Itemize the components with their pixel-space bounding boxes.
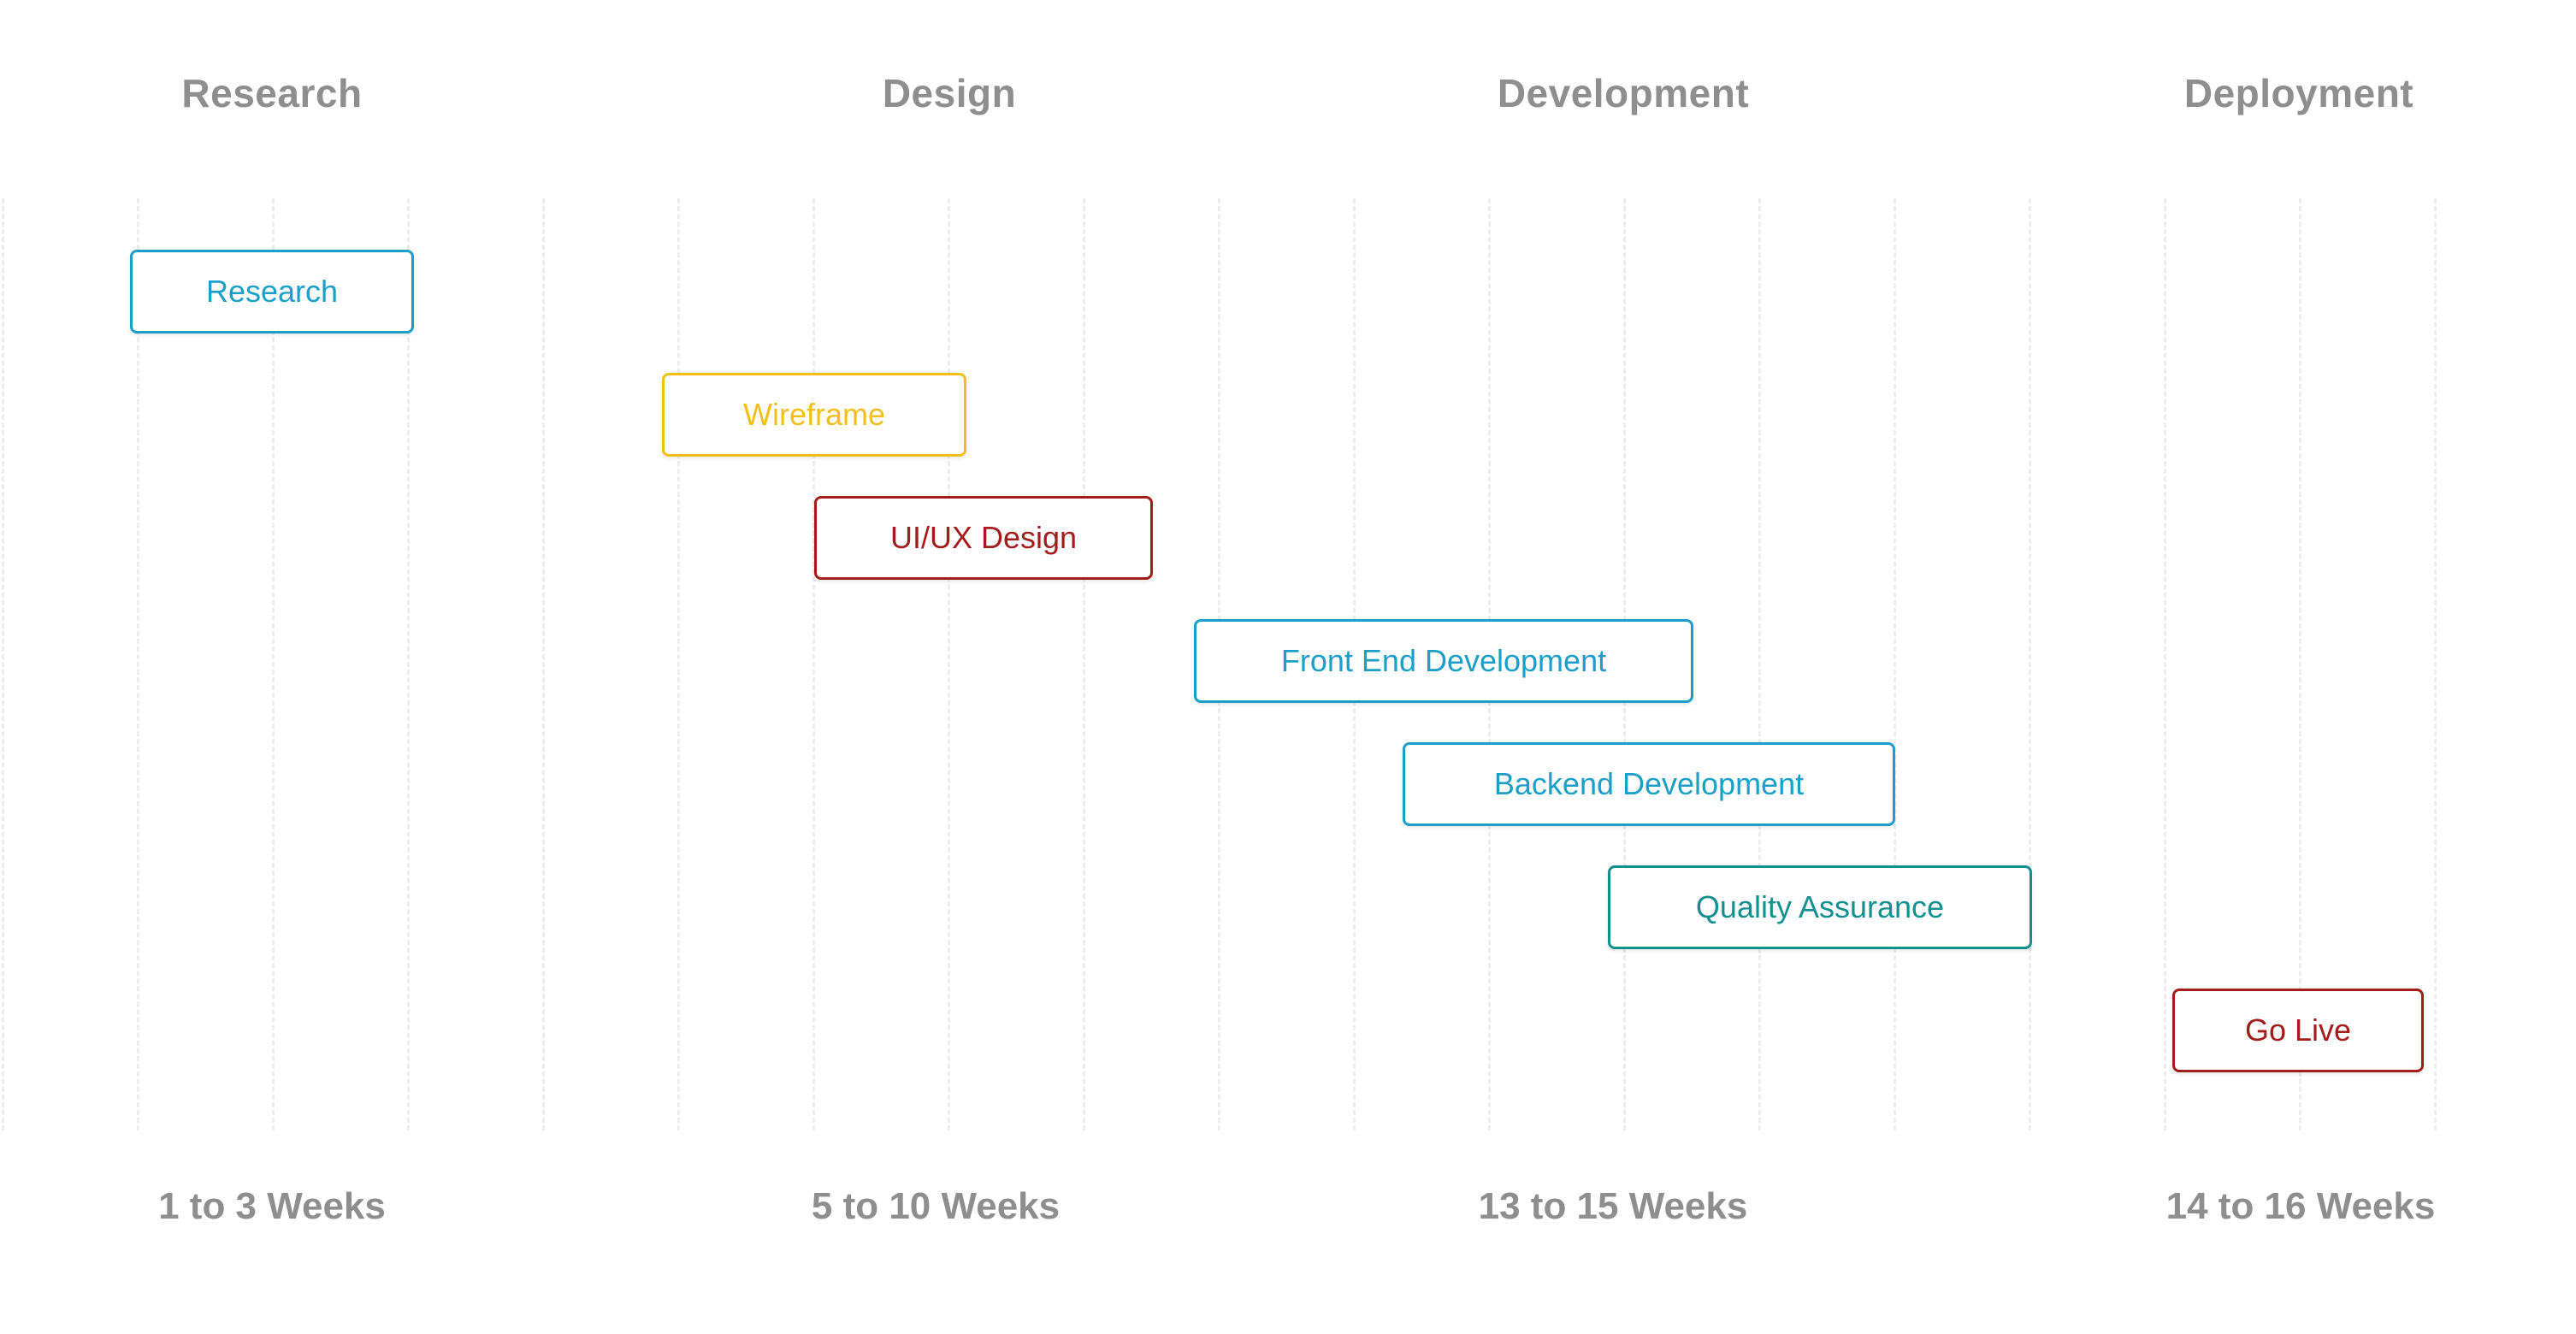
task-label: Quality Assurance xyxy=(1695,889,1945,924)
task-front-end-development: Front End Development xyxy=(1194,619,1693,703)
task-label: Go Live xyxy=(2244,1012,2352,1048)
phase-title-research: Research xyxy=(181,71,363,115)
grid-line xyxy=(2029,198,2031,1130)
duration-development: 13 to 15 Weeks xyxy=(1478,1185,1748,1227)
grid-line xyxy=(1894,198,1896,1130)
grid-line xyxy=(407,198,410,1130)
grid-line xyxy=(2,198,4,1130)
duration-research: 1 to 3 Weeks xyxy=(158,1185,386,1227)
duration-design: 5 to 10 Weeks xyxy=(811,1185,1061,1227)
task-go-live: Go Live xyxy=(2172,989,2424,1072)
grid-line xyxy=(677,198,680,1130)
grid-line xyxy=(1758,198,1761,1130)
grid-line xyxy=(2299,198,2301,1130)
task-label: Front End Development xyxy=(1280,643,1607,678)
task-label: Research xyxy=(205,274,339,309)
phase-title-deployment: Deployment xyxy=(2183,71,2414,115)
grid-line xyxy=(542,198,545,1130)
grid-line xyxy=(812,198,815,1130)
task-label: Backend Development xyxy=(1493,766,1805,801)
task-label: Wireframe xyxy=(742,397,885,432)
phase-title-development: Development xyxy=(1497,71,1750,115)
grid-line xyxy=(2164,198,2166,1130)
duration-deployment: 14 to 16 Weeks xyxy=(2165,1185,2436,1227)
task-quality-assurance: Quality Assurance xyxy=(1608,865,2032,949)
task-wireframe: Wireframe xyxy=(662,373,966,457)
task-ui-ux-design: UI/UX Design xyxy=(814,496,1153,580)
grid-line xyxy=(2434,198,2437,1130)
grid-line xyxy=(948,198,950,1130)
grid-line xyxy=(137,198,139,1130)
grid-line xyxy=(1083,198,1085,1130)
task-backend-development: Backend Development xyxy=(1403,742,1895,826)
phase-title-design: Design xyxy=(882,71,1017,115)
task-research: Research xyxy=(130,250,414,334)
grid-line xyxy=(272,198,275,1130)
task-label: UI/UX Design xyxy=(889,520,1078,555)
